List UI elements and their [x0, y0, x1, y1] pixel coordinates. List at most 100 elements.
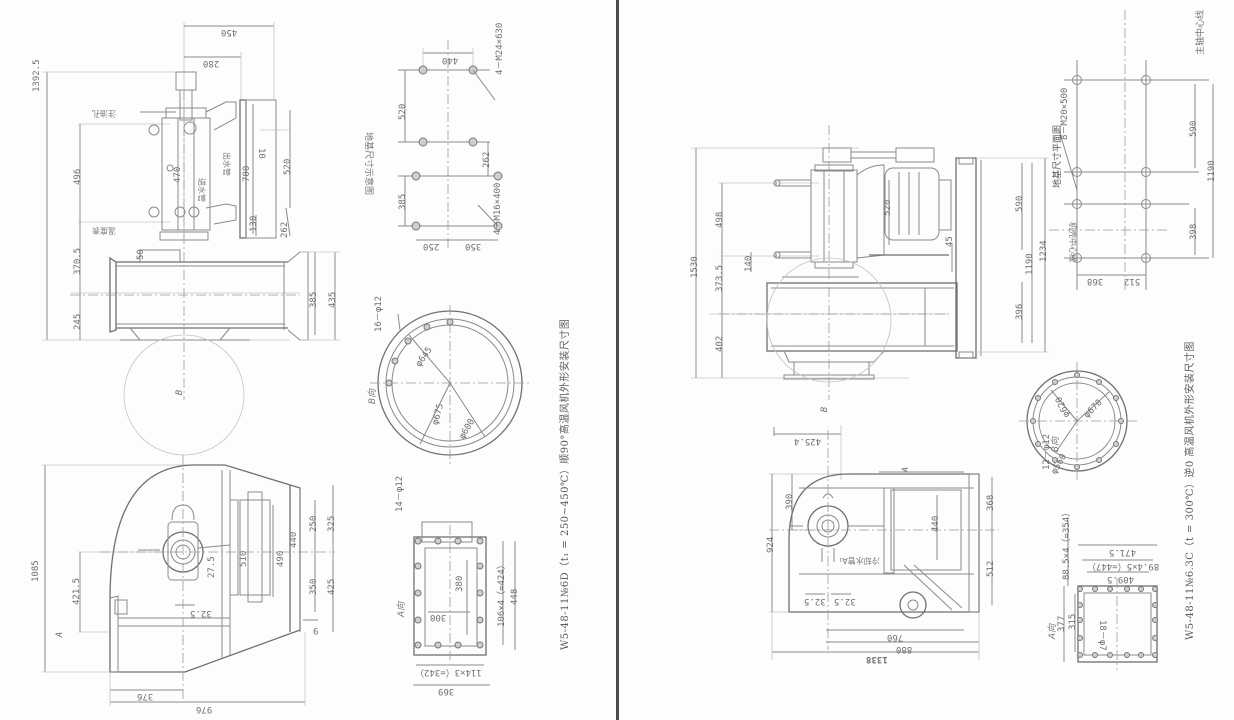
dim-590-side: 590: [1015, 195, 1025, 212]
dim-250-foundation: 250: [423, 241, 440, 251]
dim-385-foundation: 385: [398, 193, 408, 210]
note-water-inlet: 进水管: [197, 178, 206, 202]
dim-325: 325: [327, 515, 337, 532]
dim-1190-side: 1190: [1025, 253, 1035, 275]
dim-385: 385: [309, 291, 319, 308]
dim-760: 760: [887, 632, 904, 642]
note-thermometer: 温度表: [92, 226, 116, 235]
dim-1530: 1530: [690, 256, 700, 278]
dim-262: 262: [280, 221, 290, 238]
b-view-title: B向: [368, 388, 379, 405]
dim-280: 280: [203, 58, 220, 68]
a-view-d380: 380: [455, 575, 465, 592]
dim-976: 976: [196, 704, 213, 714]
direction-a-marker: A: [55, 631, 66, 638]
a-view-pitch-88-5: 88.5×4（=354）: [1062, 507, 1072, 580]
dim-1085: 1085: [31, 560, 41, 582]
right-page-caption: W5-48-11№6.3C（t = 300℃）逆0 高温风机外形安装尺寸图: [1185, 341, 1196, 640]
direction-a-marker-right: A: [901, 466, 912, 473]
dim-245: 245: [73, 313, 83, 330]
dim-700: 700: [242, 165, 252, 182]
foundation-title: 地基尺寸示意图: [363, 132, 373, 196]
dim-376: 376: [137, 691, 154, 701]
a-view-holes-right: 18－φ7: [1097, 620, 1107, 651]
dim-421-5: 421.5: [72, 577, 82, 605]
dim-450: 450: [221, 27, 238, 37]
direction-b-marker-right: B: [820, 406, 831, 413]
dim-350-front: 350: [309, 578, 319, 595]
dim-490: 490: [276, 550, 286, 567]
dim-32-5-right: 32.5: [834, 596, 856, 606]
a-view-title: A向: [397, 601, 408, 618]
dim-370-5: 370.5: [73, 247, 83, 275]
dim-32-5-left: 32.5: [804, 596, 826, 606]
dim-1338: 1338: [866, 654, 888, 664]
dim-350-foundation: 350: [465, 241, 482, 251]
dim-45: 45: [945, 236, 955, 247]
dim-498: 498: [715, 211, 725, 228]
main-axis-centerline-note: 主轴中心线: [1196, 9, 1206, 55]
dim-10: 10: [256, 148, 266, 159]
a-view-d448: 448: [510, 588, 520, 605]
left-page: 450 280 1392.5 496 370.5 245 470 700 520…: [0, 0, 616, 720]
dim-924: 924: [766, 536, 776, 553]
bolts-m16: 4－M16×400: [493, 182, 503, 235]
dim-396-side: 396: [1015, 303, 1025, 320]
dim-496: 496: [73, 168, 83, 185]
dim-390: 390: [785, 493, 795, 510]
dim-590-foundation: 590: [1189, 120, 1199, 137]
dim-1392-5: 1392.5: [32, 59, 42, 92]
dim-520-right: 520: [883, 199, 893, 216]
dim-250-front: 250: [309, 515, 319, 532]
dim-402: 402: [715, 335, 725, 352]
a-view-d377: 377: [1057, 615, 1067, 632]
dim-1234: 1234: [1039, 240, 1049, 262]
dim-425-4: 425.4: [794, 436, 822, 446]
direction-b-marker: B: [175, 389, 186, 396]
note-water-outlet: 出水管: [222, 152, 231, 176]
a-view-d369: 369: [438, 686, 455, 696]
dim-32-5: 32.5: [190, 608, 212, 618]
dim-9: 9: [313, 625, 319, 635]
foundation-bolts-m20: 8－M20×500: [1060, 87, 1070, 140]
dim-512-foundation: 512: [1124, 276, 1141, 286]
dim-373-5: 373.5: [715, 264, 725, 292]
right-drawing-linework: [691, 10, 1214, 670]
a-view-d300: 300: [430, 612, 447, 622]
a-view-pitch-89-4: 89.4×5（=447）: [1087, 561, 1160, 571]
dim-130: 130: [249, 215, 259, 232]
dim-435: 435: [328, 291, 338, 308]
dim-425: 425: [327, 578, 337, 595]
b-view-holes-right: 12－φ12: [1042, 433, 1052, 470]
book-spine-divider: [616, 0, 619, 720]
dim-512-front: 512: [986, 560, 996, 577]
a-view-pitch-114: 114×3（=342）: [415, 667, 482, 677]
b-view-holes: 16－φ12: [374, 295, 384, 332]
casing-centerline-note: 机壳中心线: [1068, 222, 1077, 262]
dim-368-front: 368: [986, 494, 996, 511]
dim-140: 140: [744, 255, 754, 272]
dim-50: 50: [136, 249, 146, 260]
dim-470: 470: [173, 166, 183, 183]
dim-520-foundation: 520: [398, 103, 408, 120]
a-view-pitch-106: 106×4（=424）: [497, 560, 507, 627]
dim-398-foundation: 398: [1189, 223, 1199, 240]
dim-440-right: 440: [931, 515, 941, 532]
dim-440-front: 440: [289, 531, 299, 548]
right-page: 1530 498 140 373.5 402 520 45 590 1190 1…: [619, 0, 1234, 720]
a-view-d471-5: 471.5: [1109, 547, 1137, 557]
dim-368-foundation: 368: [1087, 276, 1104, 286]
note-oil-hole: 注油孔: [92, 109, 116, 118]
a-view-d315: 315: [1068, 613, 1078, 630]
dim-1190-foundation: 1190: [1207, 160, 1217, 182]
a-view-holes: 14－φ12: [395, 475, 405, 512]
dim-440: 440: [442, 55, 459, 65]
dim-880: 880: [896, 644, 913, 654]
dim-520: 520: [283, 158, 293, 175]
dim-510: 510: [239, 550, 249, 567]
bolts-m24: 4－M24×630: [495, 22, 505, 75]
cooling-water-pipe-note: 冷却水管A₁: [839, 556, 880, 565]
dim-262-foundation: 262: [482, 151, 492, 168]
left-page-caption: W5-48-11№6D（t₁ = 250~450℃）顺90°高温风机外形安装尺寸…: [560, 318, 571, 650]
dim-27-5: 27.5: [207, 556, 217, 578]
